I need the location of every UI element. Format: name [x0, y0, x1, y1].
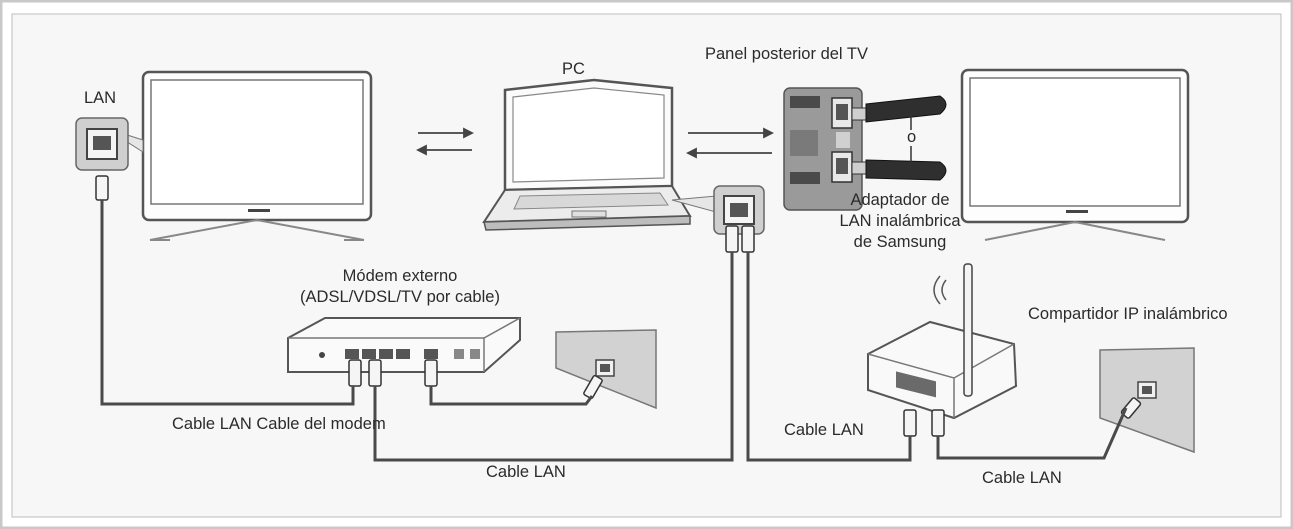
adapter-line-1: Adaptador de — [850, 191, 950, 209]
wireless-adapter-top — [851, 95, 947, 123]
label-cable-lan-center: Cable LAN — [486, 463, 566, 481]
wireless-router-icon — [867, 263, 1018, 420]
left-tv-icon — [141, 70, 373, 241]
modem-plugs — [348, 359, 438, 387]
pc-lan-port-callout — [671, 185, 765, 235]
modem-line-1: Módem externo — [342, 267, 458, 285]
left-lan-port-callout — [75, 117, 144, 171]
label-pc: PC — [562, 60, 585, 78]
label-samsung-adapter: Adaptador de LAN inalámbrica de Samsung — [822, 190, 978, 253]
label-tv-back-panel: Panel posterior del TV — [705, 45, 868, 63]
wall-jack-center — [555, 329, 657, 410]
adapter-line-2: LAN inalámbrica — [839, 212, 961, 230]
label-cable-lan-router: Cable LAN — [784, 421, 864, 439]
left-lan-plug — [95, 175, 109, 201]
label-cable-lan-right: Cable LAN — [982, 469, 1062, 487]
pc-laptop-icon — [482, 78, 692, 231]
modem-icon — [287, 317, 521, 373]
right-tv-icon — [960, 68, 1190, 241]
right-arrows — [685, 127, 775, 159]
cable-tv-to-modem — [100, 200, 355, 406]
label-lan: LAN — [84, 89, 117, 107]
tv-back-panel-icon — [783, 87, 863, 211]
cables — [100, 200, 1128, 462]
cable-pc-to-router — [746, 252, 912, 462]
cable-modem-to-pc — [373, 252, 734, 462]
wireless-adapter-bottom — [851, 159, 947, 181]
label-wireless-router: Compartidor IP inalámbrico — [1028, 305, 1228, 323]
left-arrows — [415, 127, 475, 156]
adapter-line-3: de Samsung — [853, 233, 947, 251]
router-plugs — [903, 409, 945, 437]
label-external-modem: Módem externo (ADSL/VDSL/TV por cable) — [270, 266, 530, 308]
cable-router-to-wall — [936, 407, 1128, 460]
label-cable-lan-modem-cable: Cable LAN Cable del modem — [172, 415, 386, 433]
label-or: o — [907, 128, 917, 146]
modem-line-2: (ADSL/VDSL/TV por cable) — [300, 288, 500, 306]
cable-modem-to-wall — [429, 386, 594, 406]
wall-jack-right — [1099, 347, 1195, 454]
